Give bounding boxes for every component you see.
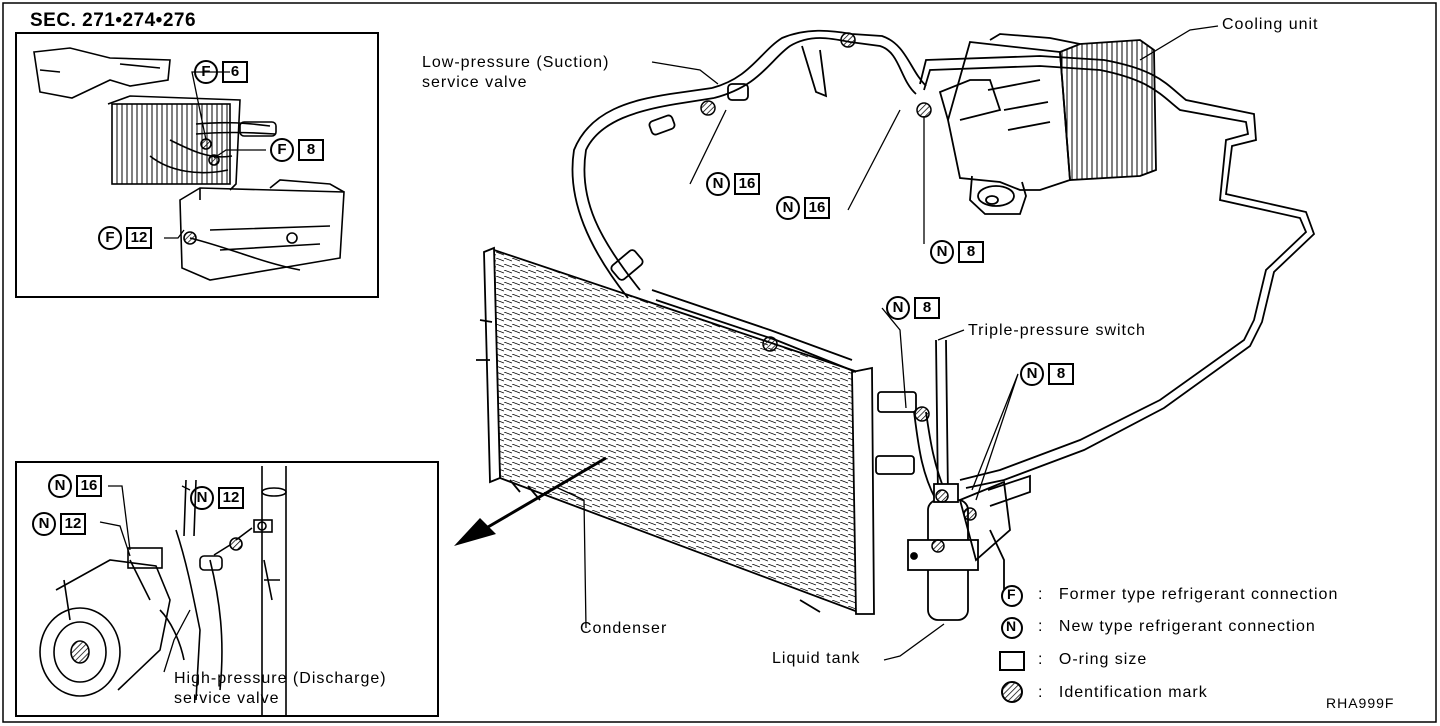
legend-n-symbol [1001,617,1023,639]
high-pressure-valve-label-2: service valve [174,690,280,707]
inset-cooling-unit-sketch [33,47,345,281]
oring-size: 8 [958,241,984,263]
legend-text: New type refrigerant connection [1058,618,1316,635]
oring-size: 16 [76,475,102,497]
connection-type-symbol: N [1020,362,1044,386]
legend-hatched-symbol [1001,681,1023,703]
pointer-arrow [454,456,607,546]
connection-type-symbol: N [48,474,72,498]
figure-id: RHA999F [1326,695,1395,711]
legend-row-id-mark-text: : Identification mark [1038,684,1208,702]
cooling-unit [938,33,1157,215]
legend-row-new: N [1006,618,1017,636]
legend-text: Identification mark [1058,684,1208,701]
high-pressure-valve-label-1: High-pressure (Discharge) [174,670,387,687]
legend-n-letter: N [1006,618,1018,634]
legend-separator: : [1038,618,1044,635]
triple-pressure-switch-label: Triple-pressure switch [968,322,1146,339]
legend-row-oring-text: : O-ring size [1038,651,1147,669]
legend-square-symbol [999,651,1025,671]
oring-size: 12 [218,487,244,509]
inset-compressor-box [15,461,439,717]
legend-f-symbol [1001,585,1023,607]
condenser-label: Condenser [580,620,668,637]
cooling-unit-label: Cooling unit [1222,16,1319,33]
oring-size: 12 [126,227,152,249]
low-pressure-valve-label-2: service valve [422,74,528,91]
oring-size: 8 [298,139,324,161]
refrigerant-piping [571,29,1316,507]
connection-type-symbol: N [706,172,730,196]
legend-row-former-text: : Former type refrigerant connection [1038,586,1338,604]
identification-marks [700,32,977,553]
connection-type-symbol: F [98,226,122,250]
liquid-tank-label: Liquid tank [772,650,861,667]
legend-separator: : [1038,684,1044,701]
connection-type-symbol: F [194,60,218,84]
low-pressure-valve-label-1: Low-pressure (Suction) [422,54,610,71]
oring-size: 8 [914,297,940,319]
condenser [476,246,875,615]
legend-text: Former type refrigerant connection [1058,586,1339,603]
legend-text: O-ring size [1058,651,1148,668]
legend-symbols [999,585,1025,703]
section-code: SEC. 271•274•276 [30,10,197,31]
inset-compressor-sketch [39,466,287,716]
liquid-tank [907,480,1011,621]
oring-size: 8 [1048,363,1074,385]
connection-type-symbol: N [32,512,56,536]
legend-separator: : [1038,651,1044,668]
oring-size: 6 [222,61,248,83]
legend-row-former: F [1007,586,1017,604]
legend-f-letter: F [1007,586,1017,602]
connection-type-symbol: F [270,138,294,162]
oring-size: 16 [804,197,830,219]
connection-type-symbol: N [190,486,214,510]
connection-type-symbol: N [776,196,800,220]
oring-size: 16 [734,173,760,195]
legend-separator: : [1038,586,1044,603]
connection-type-symbol: N [930,240,954,264]
legend-row-new-text: : New type refrigerant connection [1038,618,1316,636]
inset-cooling-unit-box [15,32,379,298]
connection-type-symbol: N [886,296,910,320]
oring-size: 12 [60,513,86,535]
